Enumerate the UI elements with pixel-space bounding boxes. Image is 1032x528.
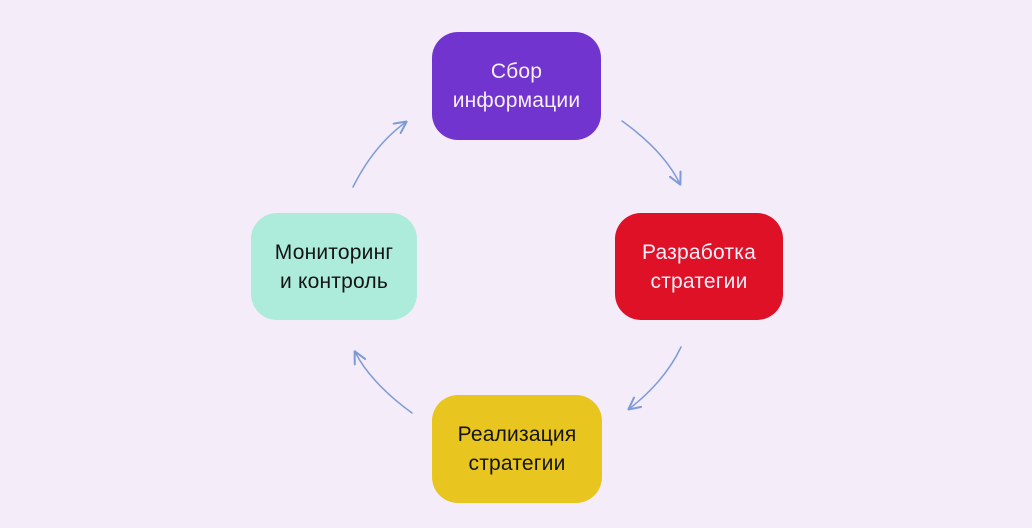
node-collect-information: Сбор информации — [432, 32, 601, 140]
arrow-develop-to-implement — [629, 346, 682, 409]
arrow-collect-to-develop — [621, 120, 680, 184]
node-collect-information-label: Сбор информации — [452, 60, 581, 112]
node-monitoring-control-label: Мониторинг и контроль — [274, 240, 394, 293]
node-monitoring-control: Мониторинг и контроль — [251, 213, 417, 320]
node-develop-strategy-label: Разработка стратегии — [642, 240, 756, 293]
node-implement-strategy-label: Реализация стратегии — [457, 423, 577, 475]
arrow-implement-to-monitoring — [355, 352, 413, 414]
node-develop-strategy: Разработка стратегии — [615, 213, 783, 320]
arrow-monitoring-to-collect — [352, 122, 406, 188]
node-implement-strategy: Реализация стратегии — [432, 395, 602, 503]
